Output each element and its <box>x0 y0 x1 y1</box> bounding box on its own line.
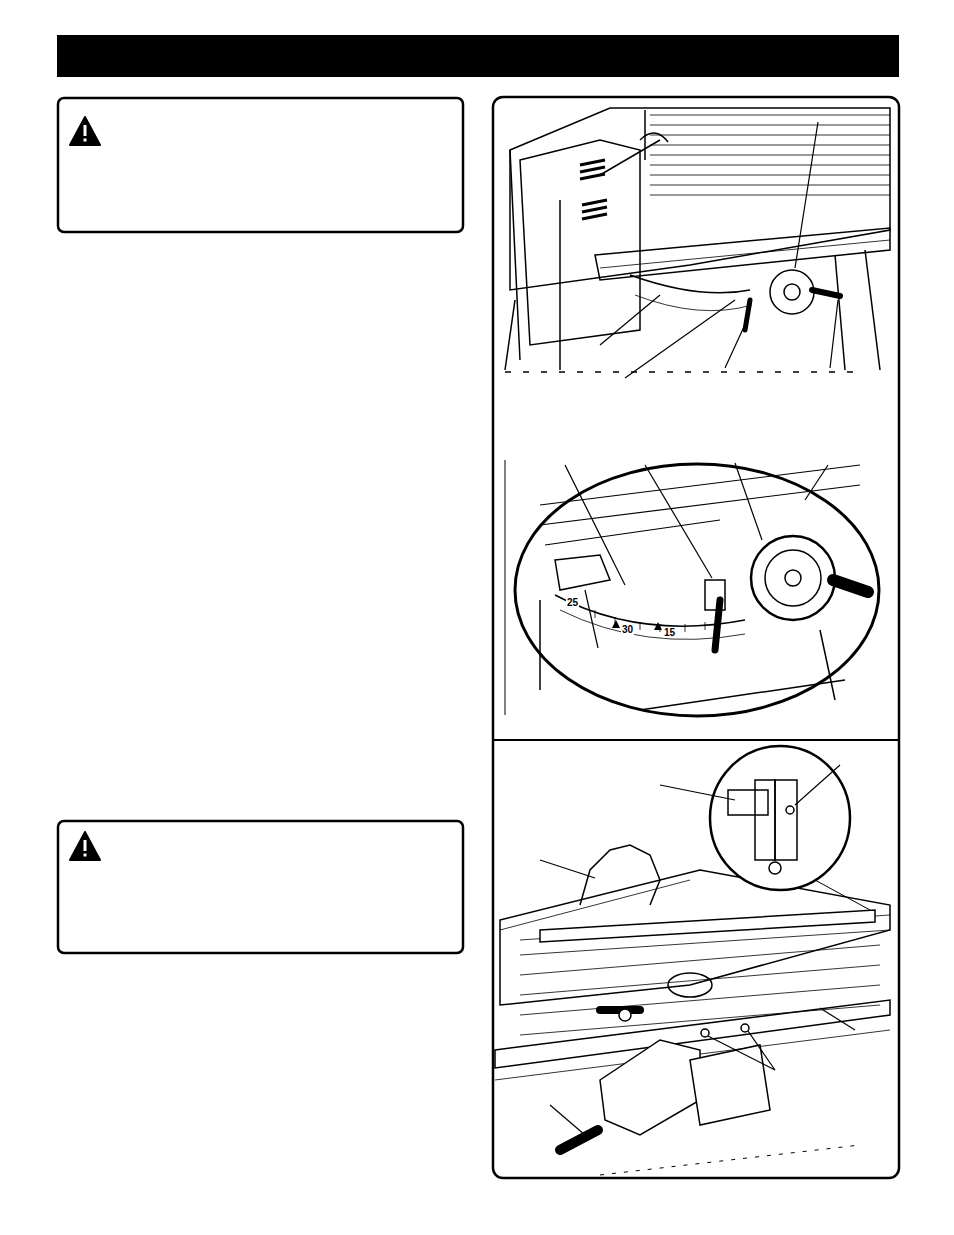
scale-mark <box>612 620 620 628</box>
detail-inset <box>710 746 870 910</box>
leader-line <box>540 765 855 1135</box>
bevel-scale-inset <box>505 460 879 716</box>
sliding-table-drawing <box>495 845 890 1175</box>
scale-number: 30 <box>621 625 634 635</box>
warning-icon <box>70 832 100 860</box>
warning-icon <box>70 117 100 145</box>
figure-panel <box>493 97 899 1178</box>
scale-number: 15 <box>663 628 676 638</box>
table-saw-drawing <box>505 108 890 372</box>
header-bar <box>57 35 899 77</box>
leader-line <box>600 122 838 378</box>
leader-line <box>565 463 828 648</box>
scale-number: 25 <box>566 598 579 608</box>
warning-box <box>58 821 463 953</box>
panel-divider <box>493 739 899 741</box>
scale-mark <box>654 622 662 630</box>
warning-box <box>58 98 463 232</box>
